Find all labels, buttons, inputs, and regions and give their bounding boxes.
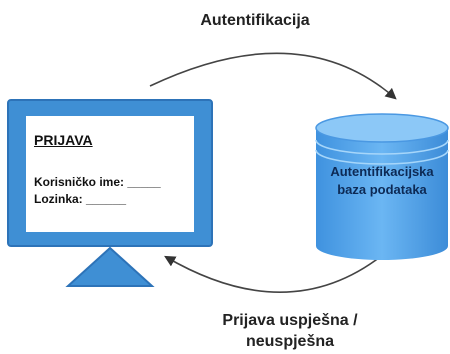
username-label: Korisničko ime: _____ [34, 175, 161, 189]
computer-monitor-icon [7, 99, 213, 287]
login-result-line1: Prijava uspješna / [222, 312, 358, 329]
database-label-line2: baza podataka [337, 182, 427, 197]
password-label: Lozinka: ______ [34, 192, 127, 206]
login-title: PRIJAVA [34, 132, 93, 148]
arrow-authentication [149, 52, 397, 100]
database-label: Autentifikacijska baza podataka [318, 163, 446, 199]
login-result-label: Prijava uspješna / neuspješna [190, 310, 390, 352]
login-result-line2: neuspješna [245, 333, 335, 350]
arrow-login-result [164, 239, 401, 293]
database-icon [315, 113, 449, 260]
authentication-label: Autentifikacija [200, 12, 310, 29]
login-screen: PRIJAVA Korisničko ime: _____ Lozinka: _… [34, 132, 184, 208]
database-label-line1: Autentifikacijska [330, 164, 434, 179]
